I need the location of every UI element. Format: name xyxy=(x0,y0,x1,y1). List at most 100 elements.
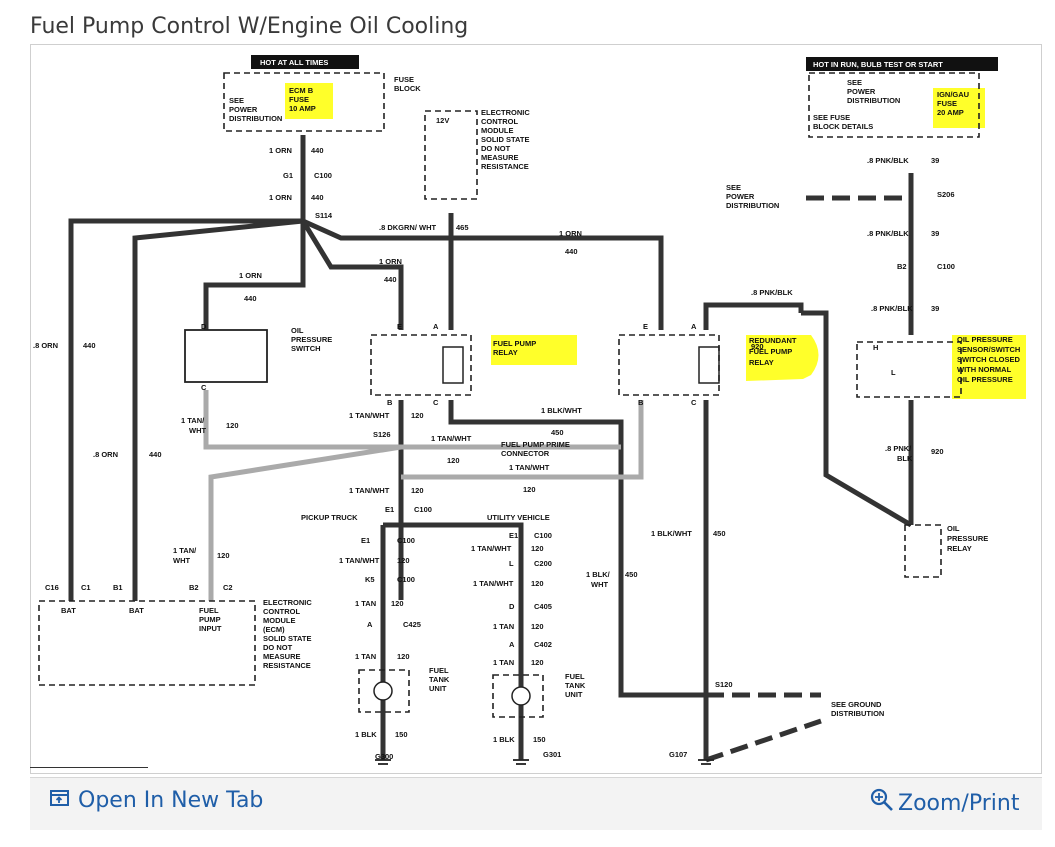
open-new-tab-button[interactable]: Open In New Tab xyxy=(50,788,263,813)
svg-text:G301: G301 xyxy=(543,750,561,759)
svg-text:1 TAN: 1 TAN xyxy=(493,658,514,667)
svg-text:120: 120 xyxy=(531,658,544,667)
svg-text:MODULE: MODULE xyxy=(263,616,296,625)
svg-text:SEE: SEE xyxy=(229,96,244,105)
svg-text:1 ORN: 1 ORN xyxy=(239,271,262,280)
svg-text:FUEL PUMP: FUEL PUMP xyxy=(749,347,792,356)
svg-text:440: 440 xyxy=(311,193,324,202)
svg-text:120: 120 xyxy=(531,579,544,588)
svg-text:A: A xyxy=(433,322,439,331)
svg-text:10 AMP: 10 AMP xyxy=(289,104,316,113)
svg-text:MEASURE: MEASURE xyxy=(481,153,519,162)
svg-text:C200: C200 xyxy=(534,559,552,568)
svg-text:S206: S206 xyxy=(937,190,955,199)
svg-text:C402: C402 xyxy=(534,640,552,649)
svg-text:1 ORN: 1 ORN xyxy=(559,229,582,238)
svg-text:PUMP: PUMP xyxy=(199,615,221,624)
svg-text:120: 120 xyxy=(411,486,424,495)
wiring-diagram: HOT AT ALL TIMES HOT IN RUN, BULB TEST O… xyxy=(33,55,1026,765)
svg-text:450: 450 xyxy=(625,570,638,579)
svg-text:FUSE: FUSE xyxy=(289,95,309,104)
svg-text:1 TAN/WHT: 1 TAN/WHT xyxy=(509,463,550,472)
svg-text:B2: B2 xyxy=(189,583,199,592)
svg-text:440: 440 xyxy=(244,294,257,303)
tan-wires xyxy=(203,390,644,601)
svg-text:G1: G1 xyxy=(283,171,293,180)
svg-text:TANK: TANK xyxy=(565,681,586,690)
highlights xyxy=(285,83,1026,399)
svg-text:465: 465 xyxy=(456,223,469,232)
svg-text:E: E xyxy=(397,322,402,331)
svg-text:120: 120 xyxy=(411,411,424,420)
svg-text:C100: C100 xyxy=(414,505,432,514)
svg-text:CONTROL: CONTROL xyxy=(481,117,518,126)
zoom-print-button[interactable]: Zoom/Print xyxy=(870,788,1019,818)
svg-text:1 TAN/WHT: 1 TAN/WHT xyxy=(349,411,390,420)
svg-text:150: 150 xyxy=(533,735,546,744)
svg-text:1 BLK/WHT: 1 BLK/WHT xyxy=(651,529,692,538)
svg-text:RELAY: RELAY xyxy=(947,544,972,553)
svg-text:(ECM): (ECM) xyxy=(263,625,285,634)
svg-text:RELAY: RELAY xyxy=(493,348,518,357)
svg-text:1 BLK/: 1 BLK/ xyxy=(586,570,611,579)
svg-text:C: C xyxy=(691,398,697,407)
svg-text:120: 120 xyxy=(523,485,536,494)
svg-text:S120: S120 xyxy=(715,680,733,689)
svg-text:DISTRIBUTION: DISTRIBUTION xyxy=(847,96,900,105)
svg-text:1 ORN: 1 ORN xyxy=(269,146,292,155)
svg-text:C16: C16 xyxy=(45,583,59,592)
svg-text:ELECTRONIC: ELECTRONIC xyxy=(481,108,530,117)
svg-text:1 TAN/WHT: 1 TAN/WHT xyxy=(471,544,512,553)
ground-dashes xyxy=(705,195,911,763)
svg-text:FUSE: FUSE xyxy=(394,75,414,84)
svg-text:FUSE: FUSE xyxy=(937,99,957,108)
svg-text:SOLID STATE: SOLID STATE xyxy=(263,634,311,643)
svg-text:1 TAN/: 1 TAN/ xyxy=(181,416,205,425)
svg-text:1 BLK/WHT: 1 BLK/WHT xyxy=(541,406,582,415)
redundant-relay-label: REDUNDANT xyxy=(749,336,797,345)
svg-text:RESISTANCE: RESISTANCE xyxy=(263,661,311,670)
svg-text:.8 PNK/: .8 PNK/ xyxy=(885,444,912,453)
svg-text:L: L xyxy=(509,559,514,568)
svg-text:39: 39 xyxy=(931,304,939,313)
svg-text:DISTRIBUTION: DISTRIBUTION xyxy=(229,114,282,123)
svg-text:FUEL PUMP PRIME: FUEL PUMP PRIME xyxy=(501,440,570,449)
svg-text:SOLID STATE: SOLID STATE xyxy=(481,135,529,144)
svg-text:SEE: SEE xyxy=(847,78,862,87)
svg-text:C1: C1 xyxy=(81,583,91,592)
svg-text:450: 450 xyxy=(713,529,726,538)
svg-text:POWER: POWER xyxy=(229,105,258,114)
svg-text:150: 150 xyxy=(395,730,408,739)
svg-text:1 BLK: 1 BLK xyxy=(493,735,515,744)
divider xyxy=(30,767,148,768)
svg-text:120: 120 xyxy=(397,556,410,565)
svg-text:PRESSURE: PRESSURE xyxy=(947,534,988,543)
svg-text:DO NOT: DO NOT xyxy=(481,144,511,153)
svg-text:1 ORN: 1 ORN xyxy=(269,193,292,202)
diagram-frame: HOT AT ALL TIMES HOT IN RUN, BULB TEST O… xyxy=(30,44,1042,774)
svg-text:B: B xyxy=(638,398,644,407)
open-tab-icon xyxy=(50,788,70,813)
svg-text:1 TAN/: 1 TAN/ xyxy=(173,546,197,555)
svg-text:440: 440 xyxy=(565,247,578,256)
svg-text:D: D xyxy=(201,322,207,331)
svg-text:120: 120 xyxy=(226,421,239,430)
svg-text:POWER: POWER xyxy=(726,192,755,201)
svg-text:PICKUP TRUCK: PICKUP TRUCK xyxy=(301,513,358,522)
page-title: Fuel Pump Control W/Engine Oil Cooling xyxy=(30,14,469,39)
svg-text:SEE FUSE: SEE FUSE xyxy=(813,113,850,122)
svg-text:OIL: OIL xyxy=(947,524,960,533)
svg-text:D: D xyxy=(509,602,515,611)
svg-text:C100: C100 xyxy=(397,575,415,584)
svg-text:BLOCK: BLOCK xyxy=(394,84,421,93)
svg-text:1 TAN/WHT: 1 TAN/WHT xyxy=(473,579,514,588)
svg-text:B2: B2 xyxy=(897,262,907,271)
svg-text:E1: E1 xyxy=(361,536,370,545)
svg-text:1 TAN: 1 TAN xyxy=(493,622,514,631)
svg-text:1 TAN/WHT: 1 TAN/WHT xyxy=(431,434,472,443)
svg-text:C100: C100 xyxy=(534,531,552,540)
svg-text:.8 PNK/BLK: .8 PNK/BLK xyxy=(867,229,909,238)
svg-text:FUEL: FUEL xyxy=(429,666,449,675)
svg-text:A: A xyxy=(509,640,515,649)
motor-icons xyxy=(373,681,531,706)
